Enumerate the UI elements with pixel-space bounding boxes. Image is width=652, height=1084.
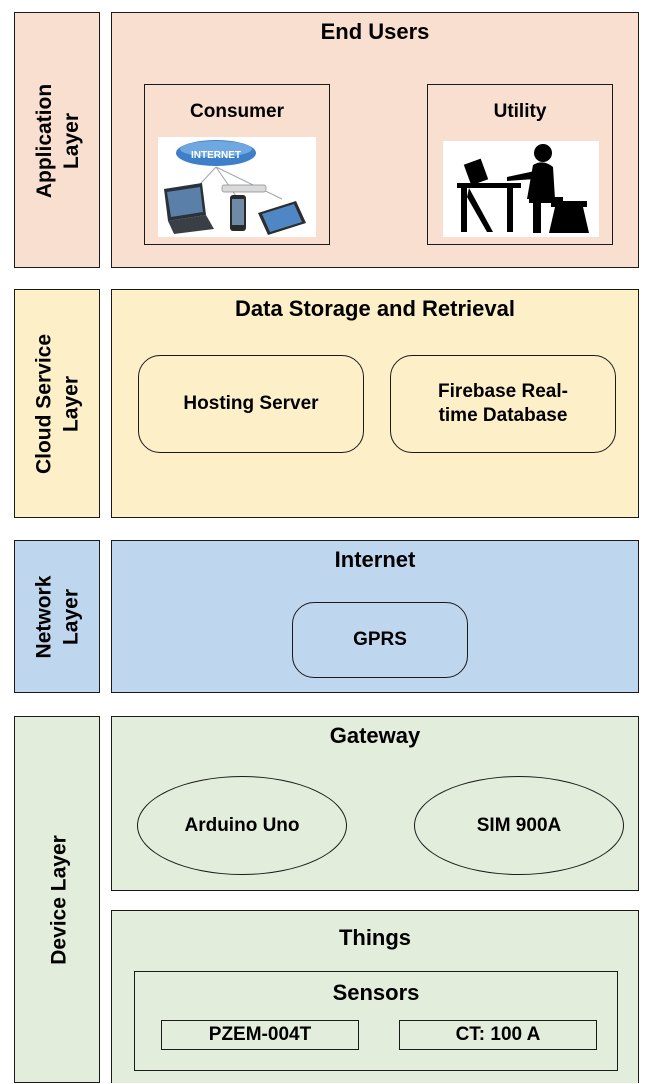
gprs-box: GPRS [292,602,468,678]
end-users-title: End Users [320,19,430,44]
gateway-panel: Gateway Arduino Uno SIM 900A [111,716,639,891]
firebase-database-box: Firebase Real- time Database [390,355,616,453]
pzem-004t-sensor: PZEM-004T [161,1020,359,1050]
cloud-service-layer-label: Cloud Service Layer [32,333,83,475]
cloud-service-layer-label-box: Cloud Service Layer [14,289,100,518]
application-layer-panel: End Users Consumer INTERNET Utility [111,12,639,268]
gateway-title: Gateway [329,723,421,748]
network-layer-label: Network Layer [32,575,83,659]
person-at-desk-icon [443,141,599,237]
device-layer-label: Device Layer [47,835,70,965]
sensors-title: Sensors [332,980,420,1005]
consumer-box: Consumer INTERNET [144,84,330,245]
consumer-label: Consumer [190,101,284,122]
sim-900a-node: SIM 900A [414,776,624,875]
arduino-uno-node: Arduino Uno [137,776,347,875]
sensors-box: Sensors PZEM-004T CT: 100 A [134,971,618,1071]
application-layer-label: Application Layer [33,83,83,199]
application-layer-label-box: Application Layer [14,12,100,268]
utility-box: Utility [427,84,613,245]
consumer-devices-image: INTERNET [158,137,316,237]
internet-cloud-text: INTERNET [191,150,241,161]
data-storage-title: Data Storage and Retrieval [235,296,515,321]
things-title: Things [338,925,412,950]
network-layer-panel: Internet GPRS [111,540,639,693]
ct-100a-sensor: CT: 100 A [399,1020,597,1050]
cloud-service-layer-panel: Data Storage and Retrieval Hosting Serve… [111,289,639,518]
utility-label: Utility [493,101,547,122]
things-panel: Things Sensors PZEM-004T CT: 100 A [111,910,639,1083]
hosting-server-box: Hosting Server [138,355,364,453]
network-layer-label-box: Network Layer [14,540,100,693]
device-layer-label-box: Device Layer [14,716,100,1083]
internet-title: Internet [334,547,416,572]
